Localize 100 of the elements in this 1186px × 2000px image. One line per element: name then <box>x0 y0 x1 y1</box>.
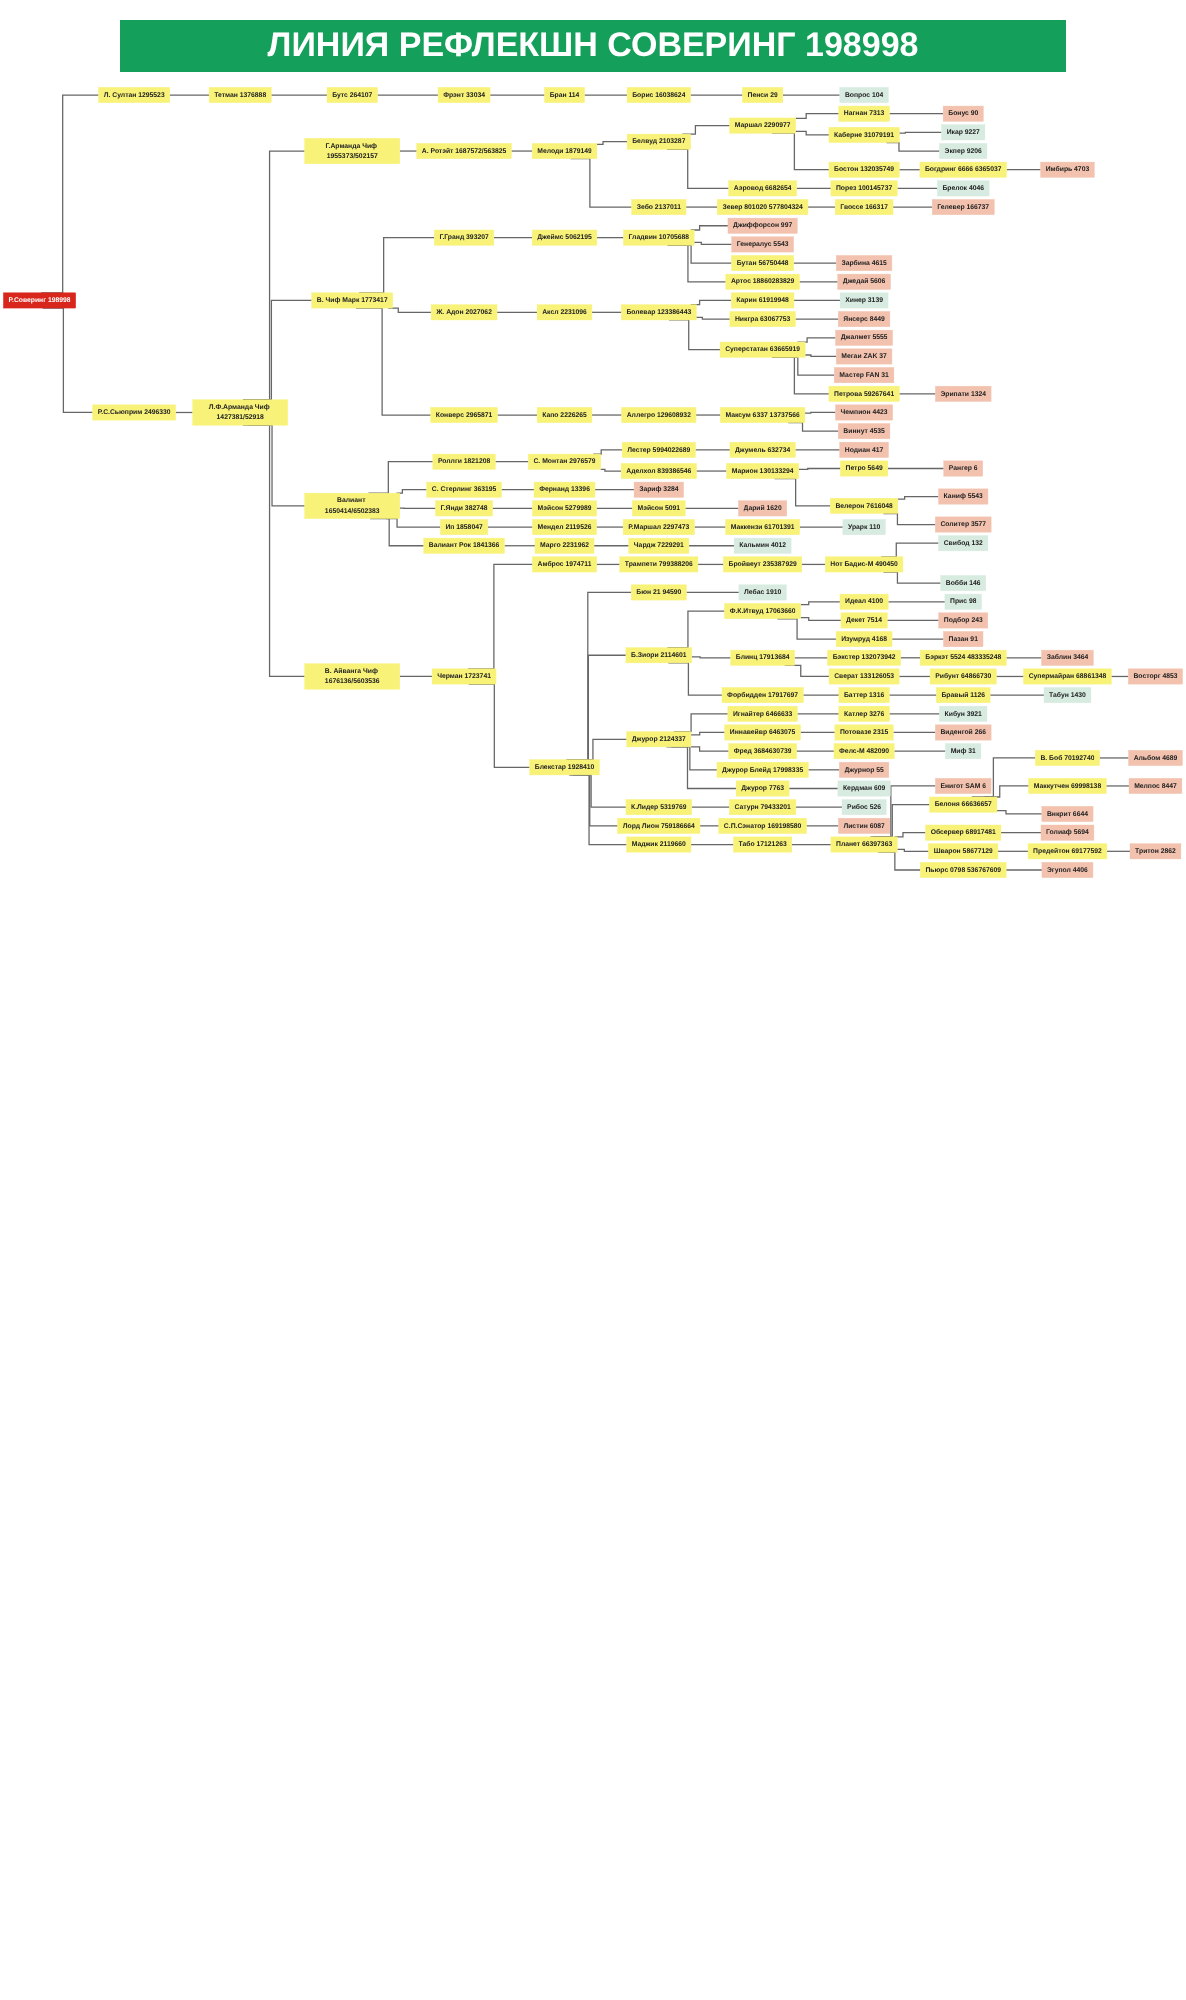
connector <box>376 94 439 96</box>
connector <box>697 563 725 566</box>
connector <box>1005 869 1043 871</box>
connector <box>695 414 721 416</box>
connector <box>685 591 740 594</box>
connector <box>888 113 944 115</box>
connector <box>693 241 733 246</box>
connector <box>794 113 840 119</box>
connector <box>688 545 735 547</box>
connector <box>887 601 946 603</box>
connector <box>892 206 933 208</box>
connector <box>782 94 841 96</box>
connector <box>690 731 726 736</box>
connector <box>795 806 843 808</box>
connector <box>791 843 832 846</box>
connector <box>496 311 538 313</box>
connector <box>494 461 529 463</box>
connector <box>800 601 841 606</box>
connector <box>1106 850 1131 852</box>
connector <box>793 657 829 659</box>
connector <box>887 467 945 470</box>
connector <box>492 507 534 510</box>
connector <box>898 393 936 395</box>
connector <box>591 311 622 313</box>
connector <box>798 467 842 470</box>
connector <box>487 526 534 528</box>
connector <box>690 746 730 752</box>
connector <box>691 656 732 659</box>
connector <box>1105 785 1130 787</box>
connector <box>898 675 931 678</box>
connector <box>997 850 1029 852</box>
connector <box>886 619 940 622</box>
connector <box>594 489 635 491</box>
connector <box>804 354 837 358</box>
connector <box>510 150 533 152</box>
connector <box>801 563 826 566</box>
connector <box>1005 657 1043 659</box>
connector <box>802 694 840 696</box>
connector <box>800 617 842 622</box>
connector <box>898 131 943 134</box>
connector <box>270 94 328 96</box>
connector <box>793 299 841 302</box>
connector <box>892 731 936 734</box>
connector <box>804 411 837 414</box>
connector <box>600 468 622 472</box>
title-banner: ЛИНИЯ РЕФЛЕКШН СОВЕРИНГ 198998 <box>120 20 1066 72</box>
connector <box>596 237 625 239</box>
connector <box>898 169 921 171</box>
connector <box>794 130 830 136</box>
connector <box>794 449 841 451</box>
connector <box>691 806 730 808</box>
connector <box>690 225 729 231</box>
connector <box>399 675 433 678</box>
connector <box>699 825 720 827</box>
connector <box>503 545 536 547</box>
connector <box>595 507 634 510</box>
connector <box>399 150 418 152</box>
connector <box>684 507 740 510</box>
connector <box>690 843 735 846</box>
connector <box>493 237 533 239</box>
connector <box>793 262 837 264</box>
connector <box>500 489 535 491</box>
connector <box>896 848 930 852</box>
connector <box>891 638 945 640</box>
connector <box>583 94 628 96</box>
connector <box>593 545 630 547</box>
connector <box>1098 757 1130 759</box>
connector <box>399 507 437 510</box>
connector <box>489 94 546 96</box>
connector <box>694 449 731 451</box>
connector <box>387 307 432 313</box>
connector <box>996 810 1043 815</box>
connector <box>595 563 621 566</box>
connector <box>796 713 840 715</box>
connector <box>795 750 835 752</box>
connector <box>995 675 1025 678</box>
connector <box>596 141 628 145</box>
connector <box>496 414 538 416</box>
connector <box>798 281 839 283</box>
connector <box>695 316 731 320</box>
connector <box>685 206 718 208</box>
connector <box>788 787 839 790</box>
connector <box>1000 832 1042 834</box>
connector <box>893 832 927 838</box>
connector <box>799 526 844 528</box>
connector <box>888 713 941 715</box>
connector <box>799 731 836 734</box>
connector <box>794 318 839 320</box>
connector <box>807 769 840 771</box>
connector <box>695 470 728 472</box>
connector <box>893 750 947 752</box>
connector <box>796 187 832 190</box>
connector <box>169 94 210 96</box>
connector <box>693 526 727 528</box>
connector <box>897 495 940 500</box>
connector <box>591 414 623 416</box>
connector <box>1005 169 1042 171</box>
connector <box>899 657 921 659</box>
connector <box>595 526 624 528</box>
connector <box>689 94 744 96</box>
